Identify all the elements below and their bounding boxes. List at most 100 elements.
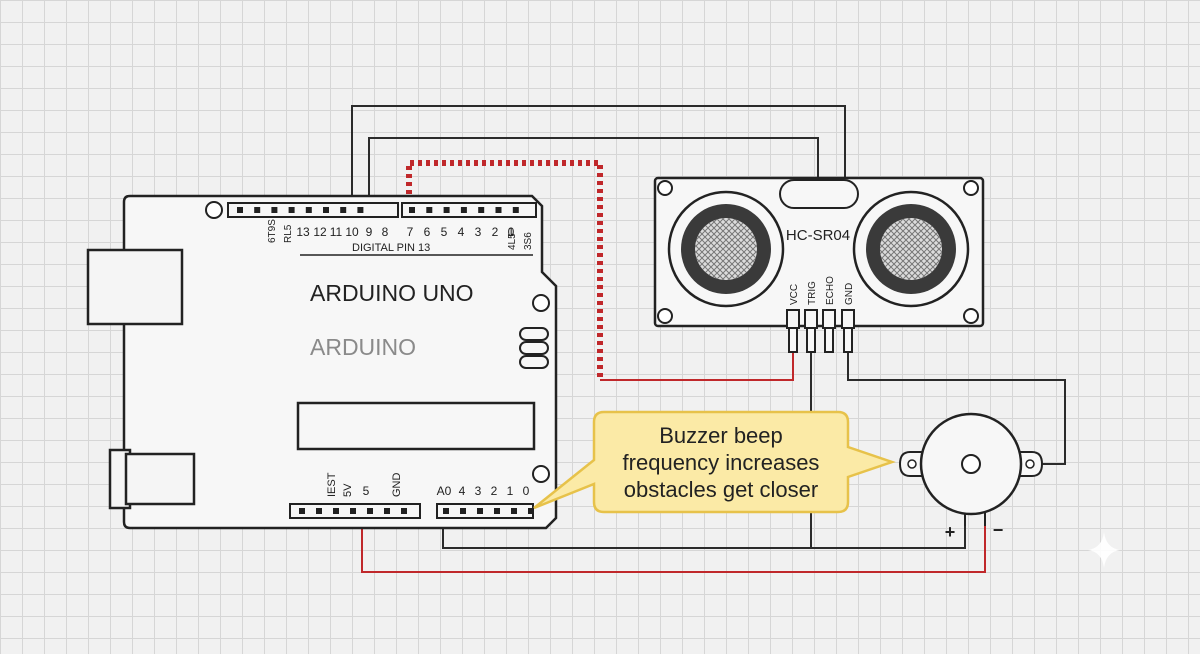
pin-label: 10 [345, 225, 359, 239]
transducer-right-mesh-pattern [880, 218, 942, 280]
crystal [519, 341, 549, 355]
pin-label: 5 [363, 484, 370, 498]
buzzer-tab-hole [1025, 459, 1035, 469]
pin-label: 13 [296, 225, 310, 239]
header-strip [227, 202, 399, 218]
sensor-mount-hole [657, 308, 673, 324]
header-pin [288, 207, 295, 213]
header-strip [436, 503, 534, 519]
pin-label: 1 [507, 484, 514, 498]
sparkle-icon [1088, 532, 1120, 568]
pin-label: 5V [342, 483, 354, 497]
sensor-mount-hole [657, 180, 673, 196]
pin-label: ECHO [825, 276, 836, 305]
mount-hole [205, 201, 223, 219]
pin-label: 4 [459, 484, 466, 498]
pin-label: IEST [326, 472, 338, 497]
callout-line: Buzzer beep [659, 422, 783, 448]
sensor-name: HC-SR04 [786, 227, 850, 244]
pin-label: 0 [523, 484, 530, 498]
header-pin [409, 207, 415, 213]
header-pin [495, 207, 502, 213]
pin-label: GND [391, 473, 403, 498]
pin-label: 1 [508, 225, 515, 239]
sensor-pin-lead [824, 327, 834, 353]
buzzer-minus-label: − [993, 520, 1004, 540]
wire-a0-buzzer-plus [442, 512, 966, 549]
mount-hole [532, 465, 550, 483]
wire-pin7-vcc-dashed [406, 160, 603, 380]
wire-vcc-red [600, 352, 794, 381]
buzzer-center [961, 454, 981, 474]
sensor-pin-socket [786, 309, 800, 329]
buzzer-plus-label: + [945, 522, 956, 542]
pin-label: 11 [330, 225, 343, 239]
power-pin-labels: IEST 5V 5 GND [326, 472, 403, 498]
header-pin [333, 508, 339, 514]
header-pin [477, 508, 483, 514]
header-pin [384, 508, 390, 514]
arduino-uno-title: ARDUINO UNO [310, 280, 474, 306]
pin-label: VCC [789, 284, 800, 305]
pin-label: 7 [407, 225, 414, 239]
header-pin [528, 508, 534, 514]
header-pin [340, 207, 347, 213]
header-pin [357, 207, 364, 213]
sensor-pin-socket [804, 309, 818, 329]
crystal [519, 327, 549, 341]
crystal [519, 355, 549, 369]
header-digital-right [401, 202, 537, 218]
header-pin [271, 207, 278, 213]
header-pin [401, 508, 407, 514]
atmega-chip [296, 401, 536, 451]
header-power [289, 503, 421, 519]
header-pin [323, 207, 329, 213]
sensor-pin-lead [843, 327, 853, 353]
mount-hole [532, 294, 550, 312]
header-pin [512, 207, 519, 213]
header-pin [316, 508, 322, 514]
header-pin [460, 207, 467, 213]
header-digital-left [227, 202, 399, 218]
header-analog [436, 503, 534, 519]
pin-label: 5 [441, 225, 448, 239]
buzzer-tab-hole [907, 459, 917, 469]
sensor-pin-socket [841, 309, 855, 329]
pin-label: 2 [492, 225, 499, 239]
pin-label: TRIG [807, 281, 818, 305]
pin-label: A0 [437, 484, 452, 498]
header-pin [237, 207, 243, 213]
header-pin [511, 508, 517, 514]
header-pin [443, 207, 450, 213]
transducer-left-mesh-pattern [695, 218, 757, 280]
pin-label: 4 [458, 225, 465, 239]
callout-line: obstacles get closer [623, 476, 819, 502]
wire-sensor-gnd-buzzer [847, 352, 1066, 465]
pin-label: 3S6 [523, 232, 534, 250]
header-strip [401, 202, 537, 218]
pin-label: 12 [313, 225, 327, 239]
arduino-brand: ARDUINO [310, 334, 416, 360]
header-pin [305, 207, 312, 213]
pin-label: 9 [366, 225, 373, 239]
header-pin [460, 508, 466, 514]
header-pin [254, 207, 261, 213]
pin-label: 3 [475, 225, 482, 239]
pin-label: 3 [475, 484, 482, 498]
pin-label: 0 [508, 225, 515, 239]
pin-label: 6T9S [267, 219, 278, 243]
sensor-pin-lead [806, 327, 816, 353]
header-pin [443, 508, 449, 514]
callout-bubble [533, 410, 896, 514]
header-pin [478, 207, 485, 213]
header-pin [426, 207, 433, 213]
wire-pin9-loop [368, 137, 819, 210]
pin-label: RL5 [283, 224, 294, 243]
sensor-pin-socket [822, 309, 836, 329]
wires [351, 105, 1066, 573]
